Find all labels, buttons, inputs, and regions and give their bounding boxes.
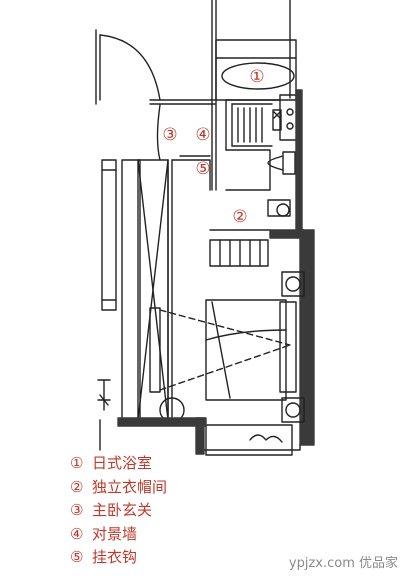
toilet <box>267 151 296 175</box>
legend-symbol: ⑤ <box>70 548 84 566</box>
nightstand-top <box>281 271 305 297</box>
window-desk <box>205 424 293 456</box>
legend-label: 对景墙 <box>92 524 138 543</box>
bed <box>205 299 297 401</box>
legend-symbol: ④ <box>70 524 84 543</box>
legend-item-2: ② 独立衣帽间 <box>70 476 167 500</box>
shower-screen <box>231 103 273 147</box>
legend-item-4: ④ 对景墙 <box>70 523 167 547</box>
marker-1: ① <box>249 67 264 87</box>
legend-symbol: ① <box>70 454 84 472</box>
marker-3: ③ <box>162 125 177 145</box>
legend-label: 挂衣钩 <box>92 548 138 566</box>
legend: ① 日式浴室 ② 独立衣帽间 ③ 主卧玄关 ④ 对景墙 ⑤ 挂衣钩 <box>70 452 167 570</box>
entry-door <box>95 29 161 105</box>
marker-5: ⑤ <box>195 159 210 179</box>
legend-symbol: ② <box>70 477 84 496</box>
closet-shelf <box>209 239 269 267</box>
legend-label: 日式浴室 <box>92 454 153 472</box>
legend-item-5: ⑤ 挂衣钩 <box>70 546 167 570</box>
bathtub <box>221 62 295 90</box>
nightstand-bottom <box>281 397 305 423</box>
legend-label: 独立衣帽间 <box>92 477 168 496</box>
legend-symbol: ③ <box>70 501 84 519</box>
bedroom-door-arc <box>156 104 161 161</box>
legend-label: 主卧玄关 <box>92 501 153 519</box>
legend-item-1: ① 日式浴室 <box>70 452 167 476</box>
watermark: ypjzx.com 优品家 <box>288 556 398 571</box>
hand-basin <box>276 203 290 217</box>
marker-2: ② <box>232 207 247 227</box>
entry-wardrobe <box>101 159 169 421</box>
tv-bench <box>149 307 161 393</box>
marker-4: ④ <box>195 125 210 145</box>
legend-item-3: ③ 主卧玄关 <box>70 499 167 523</box>
